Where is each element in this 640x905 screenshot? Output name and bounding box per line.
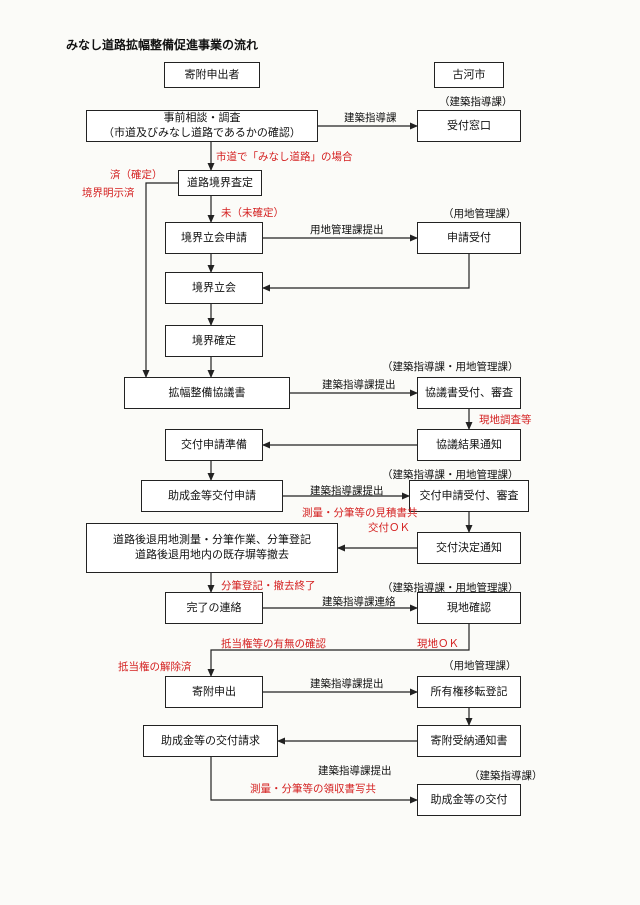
box-prior-consultation: 事前相談・調査 （市道及びみなし道路であるかの確認） xyxy=(86,110,318,142)
box-ownership-transfer: 所有権移転登記 xyxy=(417,676,521,708)
box-survey-removal: 道路後退用地測量・分筆作業、分筆登記 道路後退用地内の既存塀等撤去 xyxy=(86,523,338,573)
label-site-ok: 現地ＯＫ xyxy=(417,638,459,650)
label-dept-land-1: （用地管理課） xyxy=(443,208,517,220)
label-unsettled: 未（未確定） xyxy=(221,207,284,219)
label-dept-building-1: （建築指導課） xyxy=(439,96,513,108)
consult-line-2: （市道及びみなし道路であるかの確認） xyxy=(103,126,301,139)
box-donation: 寄附申出 xyxy=(165,676,263,708)
label-dept-building-2: （建築指導課） xyxy=(469,770,543,782)
label-building-submit-3: 建築指導課提出 xyxy=(310,678,384,690)
page-title: みなし道路拡幅整備促進事業の流れ xyxy=(66,38,259,52)
survey-line-2: 道路後退用地内の既存塀等撤去 xyxy=(135,548,289,561)
box-grant-prep: 交付申請準備 xyxy=(165,429,263,461)
label-dept-land-2: （用地管理課） xyxy=(443,660,517,672)
label-division-done: 分筆登記・撤去終了 xyxy=(221,580,316,592)
label-site-survey: 現地調査等 xyxy=(479,414,532,426)
label-land-submit: 用地管理課提出 xyxy=(310,224,384,236)
box-apply-receive: 申請受付 xyxy=(417,222,521,254)
label-estimate: 測量・分筆等の見積書共 xyxy=(302,507,418,519)
survey-line-1: 道路後退用地測量・分筆作業、分筆登記 xyxy=(113,533,311,547)
box-completion-report: 完了の連絡 xyxy=(165,592,263,624)
box-road-boundary: 道路境界査定 xyxy=(178,170,262,196)
label-receipt: 測量・分筆等の領収書写共 xyxy=(250,783,376,795)
arrow-site-to-donation xyxy=(207,624,470,677)
label-dept-both-1: （建築指導課・用地管理課） xyxy=(382,361,519,373)
label-boundary-clarify: 境界明示済 xyxy=(82,187,135,199)
label-building-submit-4: 建築指導課提出 xyxy=(318,765,392,777)
box-grant-payment: 助成金等の交付 xyxy=(417,784,521,816)
label-to-building: 建築指導課 xyxy=(344,112,397,124)
box-grant-request: 助成金等の交付請求 xyxy=(143,725,278,757)
box-reception: 受付窓口 xyxy=(417,110,521,142)
label-building-submit-2: 建築指導課提出 xyxy=(310,485,384,497)
box-grant-apply: 助成金等交付申請 xyxy=(141,480,283,512)
label-building-contact: 建築指導課連絡 xyxy=(322,596,396,608)
box-witness-apply: 境界立会申請 xyxy=(165,222,263,254)
box-result-notice: 協議結果通知 xyxy=(417,429,521,461)
label-mortgage-release: 抵当権の解除済 xyxy=(118,661,192,673)
label-settled: 済（確定） xyxy=(110,169,163,181)
arrow-settled-to-agreement xyxy=(142,182,178,378)
box-grant-decision: 交付決定通知 xyxy=(417,532,521,564)
box-boundary-fix: 境界確定 xyxy=(165,325,263,357)
label-mortgage-check: 抵当権等の有無の確認 xyxy=(221,638,326,650)
box-agreement-receive: 協議書受付、審査 xyxy=(417,377,521,409)
header-city: 古河市 xyxy=(434,62,504,88)
header-applicant: 寄附申出者 xyxy=(164,62,260,88)
label-building-submit-1: 建築指導課提出 xyxy=(322,379,396,391)
label-dept-both-3: （建築指導課・用地管理課） xyxy=(382,582,519,594)
arrow-request-to-payment xyxy=(210,757,418,804)
label-grant-ok: 交付ＯＫ xyxy=(368,522,410,534)
box-grant-review: 交付申請受付、審査 xyxy=(409,480,529,512)
box-agreement: 拡幅整備協議書 xyxy=(124,377,290,409)
consult-line-1: 事前相談・調査 xyxy=(163,111,241,125)
box-donation-notice: 寄附受納通知書 xyxy=(417,725,521,757)
label-shido-minashi: 市道で「みなし道路」の場合 xyxy=(216,151,353,163)
arrow-receive-to-witness xyxy=(262,254,470,292)
box-site-check: 現地確認 xyxy=(417,592,521,624)
box-witness: 境界立会 xyxy=(165,272,263,304)
label-dept-both-2: （建築指導課・用地管理課） xyxy=(382,469,519,481)
